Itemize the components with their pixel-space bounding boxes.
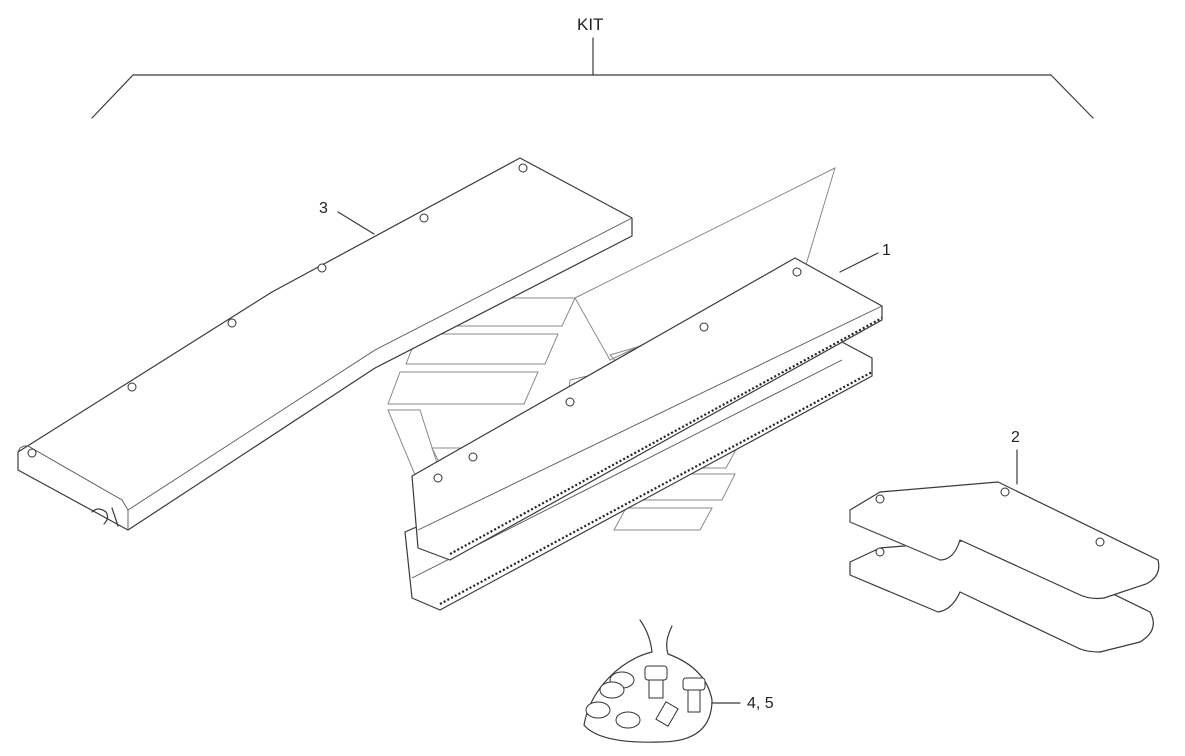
part-3-end-detail xyxy=(91,507,119,527)
parts-4-5-hardware-bag xyxy=(583,619,713,743)
part-1-toothed-bars xyxy=(404,257,883,611)
part-3-long-plate xyxy=(17,157,633,531)
callout-parts-4-5: 4, 5 xyxy=(747,695,774,712)
leader-lines xyxy=(337,211,1018,704)
callout-part-2: 2 xyxy=(1011,429,1020,446)
part-2-l-plates xyxy=(849,481,1160,653)
kit-bracket xyxy=(91,37,1094,119)
kit-label: KIT xyxy=(577,15,604,34)
callout-part-1: 1 xyxy=(882,242,891,259)
callout-part-3: 3 xyxy=(319,200,328,217)
